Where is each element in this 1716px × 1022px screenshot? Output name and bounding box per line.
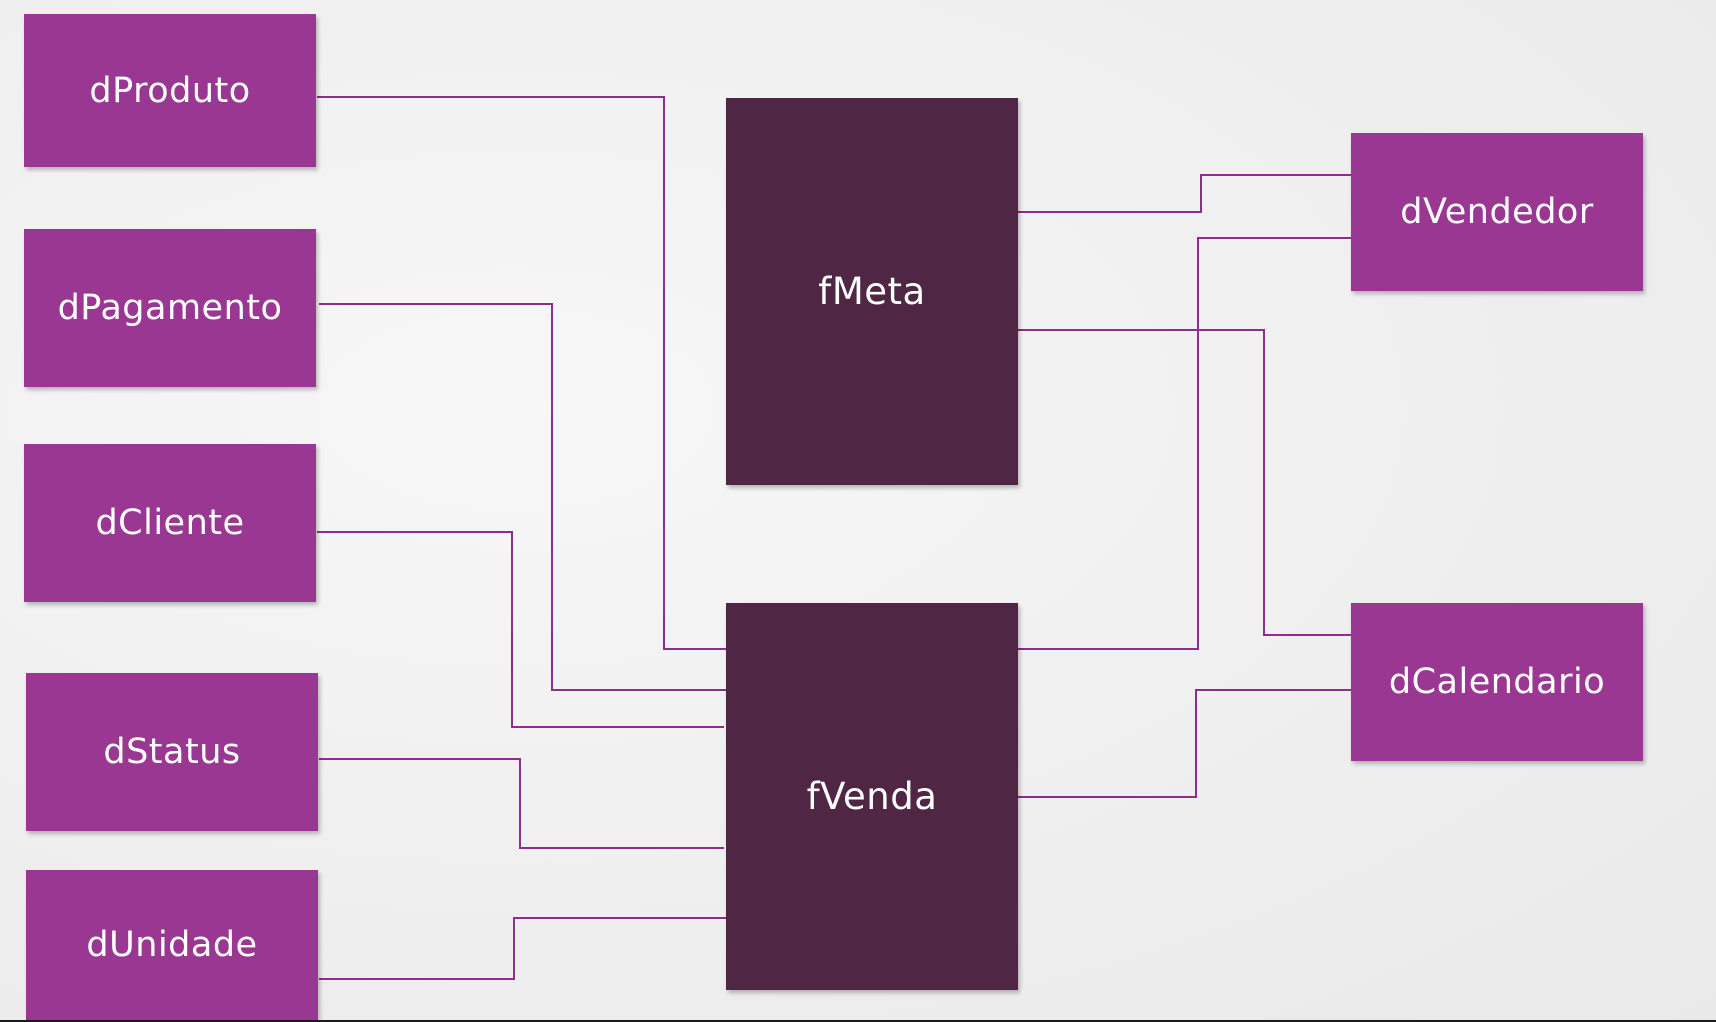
link-dproduto-fvenda [317, 96, 727, 650]
link-dunidade-fvenda [319, 917, 727, 980]
link-fmeta-dcalendario [1017, 329, 1351, 636]
table-fvenda[interactable]: fVenda [726, 603, 1018, 990]
table-dproduto[interactable]: dProduto [24, 14, 316, 167]
table-dstatus-label: dStatus [103, 732, 241, 772]
table-fmeta[interactable]: fMeta [726, 98, 1018, 485]
link-fvenda-dcalendario [1017, 689, 1351, 798]
table-fmeta-label: fMeta [818, 270, 926, 313]
table-dpagamento-label: dPagamento [57, 288, 283, 328]
table-dpagamento[interactable]: dPagamento [24, 229, 316, 387]
link-fvenda-dvendedor [1017, 237, 1351, 650]
link-fmeta-dvendedor [1017, 174, 1351, 213]
table-dstatus[interactable]: dStatus [26, 673, 318, 831]
link-dcliente-fvenda [317, 531, 724, 728]
table-fvenda-label: fVenda [806, 775, 938, 818]
table-dunidade[interactable]: dUnidade [26, 870, 318, 1020]
table-dcalendario-label: dCalendario [1388, 662, 1606, 702]
table-dvendedor-label: dVendedor [1400, 192, 1594, 232]
table-dunidade-label: dUnidade [86, 925, 258, 965]
table-dproduto-label: dProduto [89, 70, 251, 111]
table-dcliente-label: dCliente [95, 503, 245, 543]
bottom-edge-line [0, 1020, 1716, 1022]
table-dcalendario[interactable]: dCalendario [1351, 603, 1643, 761]
table-dvendedor[interactable]: dVendedor [1351, 133, 1643, 291]
link-dpagamento-fvenda [319, 303, 727, 691]
table-dcliente[interactable]: dCliente [24, 444, 316, 602]
link-dstatus-fvenda [319, 758, 724, 849]
